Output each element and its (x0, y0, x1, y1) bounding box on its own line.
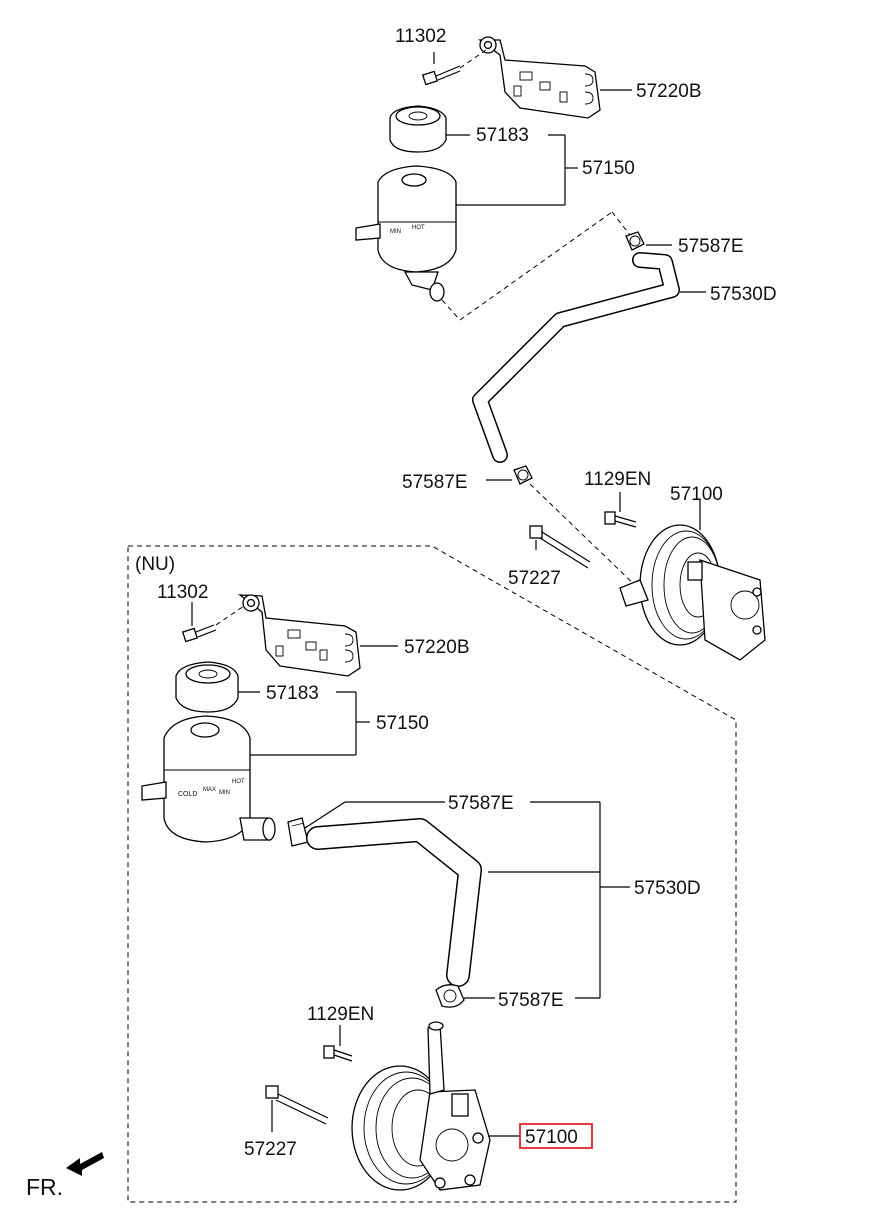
front-arrow-icon (66, 1152, 104, 1176)
top-clamp-lower-57587e (486, 465, 641, 591)
top-label-11302: 11302 (395, 26, 446, 47)
top-long-bolt-57227 (529, 525, 591, 569)
top-bolt-11302 (421, 52, 461, 86)
nu-cold-mark: COLD (178, 791, 197, 798)
nu-label-1129en: 1129EN (307, 1004, 374, 1025)
top-clamp-upper-57587e (625, 231, 672, 251)
nu-bolt-11302 (181, 602, 245, 643)
top-label-57530d: 57530D (710, 284, 777, 305)
top-cap-57183 (389, 105, 470, 153)
nu-label-57587e-lower: 57587E (498, 990, 564, 1011)
top-reservoir-57150: HOT MIN (355, 134, 631, 321)
top-label-57587e-upper: 57587E (678, 236, 744, 257)
top-label-57220b: 57220B (636, 81, 702, 102)
nu-label-11302: 11302 (157, 582, 208, 603)
nu-hot-mark: HOT (232, 779, 245, 785)
top-label-57587e-lower: 57587E (402, 472, 468, 493)
nu-label-57587e-upper: 57587E (448, 793, 514, 814)
nu-title: (NU) (135, 554, 175, 575)
top-hot-mark: HOT (412, 225, 425, 231)
top-assembly: HOT MIN (355, 26, 777, 661)
top-label-57100: 57100 (670, 484, 723, 505)
nu-pump-57100 (351, 1021, 520, 1191)
top-label-1129en: 1129EN (584, 469, 651, 490)
nu-label-57220b: 57220B (404, 637, 470, 658)
top-hose-57530d (472, 252, 706, 463)
top-min-mark: MIN (390, 229, 401, 235)
nu-label-57100[interactable]: 57100 (525, 1127, 578, 1148)
top-bolt-1129en (604, 492, 637, 528)
nu-bracket-57220b (237, 594, 398, 677)
nu-min-mark: MIN (219, 790, 230, 796)
nu-hose-57530d (306, 801, 630, 998)
top-label-57227: 57227 (508, 568, 561, 589)
nu-label-57227: 57227 (244, 1139, 297, 1160)
top-pump-57100 (619, 500, 766, 661)
front-label: FR. (26, 1174, 63, 1200)
nu-bolt-1129en (323, 1025, 353, 1062)
nu-variant-box: (NU) (127, 545, 737, 1203)
front-direction-indicator: FR. (26, 1152, 104, 1200)
top-bracket-57220b (459, 36, 632, 119)
nu-long-bolt-57227 (265, 1085, 329, 1132)
top-label-57150: 57150 (582, 158, 635, 179)
nu-clamp-lower-57587e (435, 984, 600, 1008)
nu-label-57530d: 57530D (634, 878, 701, 899)
top-label-57183: 57183 (476, 125, 529, 146)
nu-max-mark: MAX (203, 787, 216, 793)
nu-label-57183: 57183 (266, 683, 319, 704)
nu-cap-57183 (175, 661, 260, 713)
nu-label-57150: 57150 (376, 713, 429, 734)
nu-reservoir-57150: COLD MAX MIN HOT (141, 691, 370, 843)
highlight-box-57100 (519, 1123, 593, 1149)
